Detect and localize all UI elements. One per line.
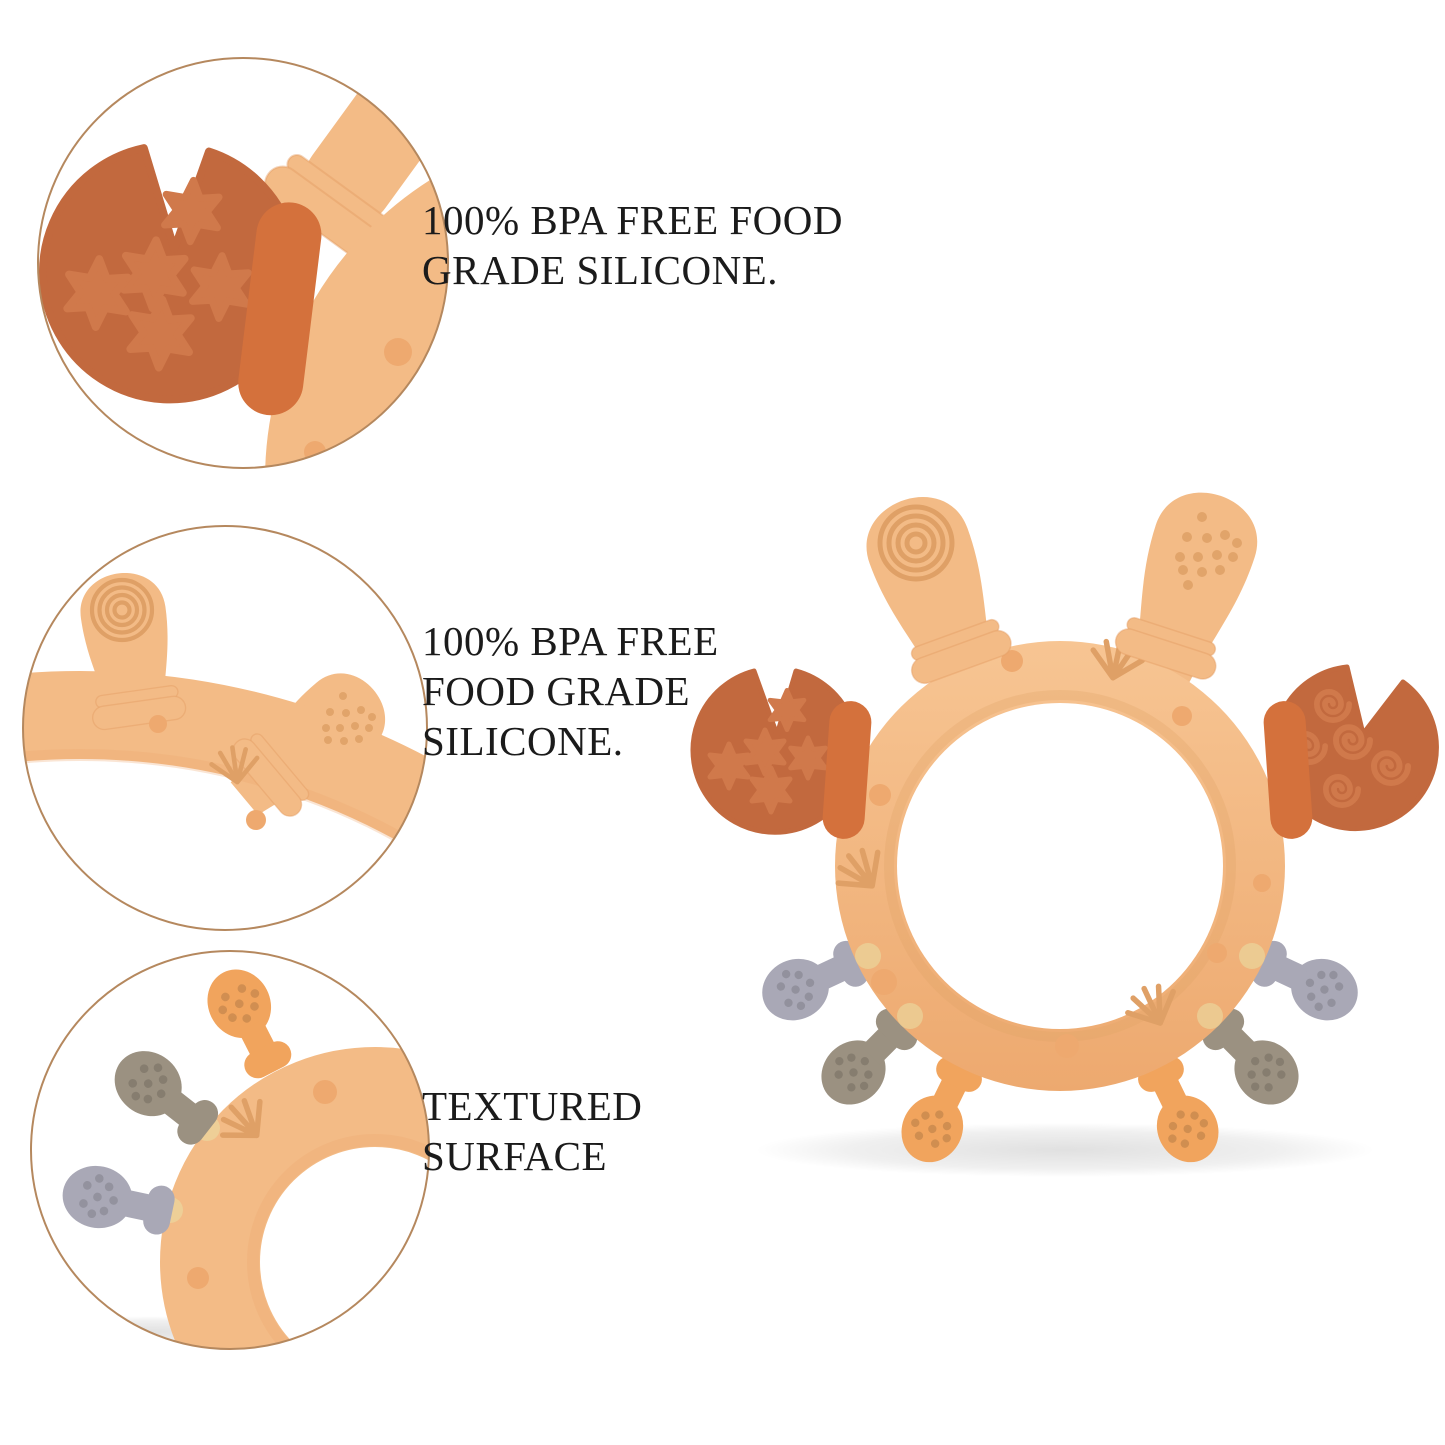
caption-line: 100% BPA FREE FOOD: [422, 197, 844, 243]
teether-product: [693, 479, 1436, 1177]
product-shadow: [755, 1123, 1375, 1177]
mold-tints: [855, 943, 1265, 1029]
caption-textured-surface: TEXTURED SURFACE: [422, 1081, 642, 1181]
callout-border-2: [22, 525, 428, 931]
caption-line: GRADE SILICONE.: [422, 247, 778, 293]
dots-texture: [1175, 512, 1242, 590]
spiral-texture: [877, 504, 955, 582]
caption-line: FOOD GRADE: [422, 668, 691, 714]
callout-border-1: [37, 57, 449, 469]
caption-line: SURFACE: [422, 1133, 608, 1179]
callout-circle-legs: [31, 951, 429, 1349]
caption-line: SILICONE.: [422, 718, 624, 764]
claw-left: [693, 671, 873, 840]
ring-textures: [829, 635, 1271, 1058]
caption-bpa-free-2: 100% BPA FREE FOOD GRADE SILICONE.: [422, 616, 719, 766]
caption-line: 100% BPA FREE: [422, 618, 719, 664]
claw-right: [1262, 667, 1436, 840]
caption-bpa-free-1: 100% BPA FREE FOOD GRADE SILICONE.: [422, 195, 843, 295]
teether-ring: [835, 641, 1285, 1091]
callout-circle-antennae: [23, 526, 427, 930]
callout-border-3: [30, 950, 430, 1350]
caption-line: TEXTURED: [422, 1083, 643, 1129]
